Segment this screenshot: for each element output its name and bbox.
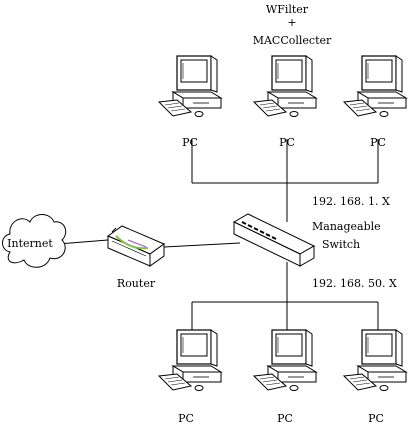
cloud-icon <box>2 214 67 268</box>
lower-network-label: 192. 168. 50. X <box>312 277 397 290</box>
pc-label: PC <box>368 412 384 425</box>
switch-label-line2: Switch <box>322 238 360 251</box>
internet-router-link <box>57 239 109 245</box>
manageable-switch[interactable]: Manageable Switch <box>232 213 381 267</box>
computer-icon <box>253 55 317 118</box>
bottom-pc-right[interactable]: PC <box>343 329 407 425</box>
top-pc-right[interactable]: PC <box>343 55 407 149</box>
router-label: Router <box>117 277 156 290</box>
maccollecter-label: MACCollecter <box>253 34 332 47</box>
computer-icon <box>158 329 222 392</box>
router-switch-link <box>163 242 241 248</box>
pc-label: PC <box>178 412 194 425</box>
bottom-pc-center[interactable]: PC <box>253 329 317 425</box>
computer-icon <box>343 329 407 392</box>
computer-icon <box>343 55 407 118</box>
connection-lines <box>57 139 379 330</box>
top-pc-left[interactable]: PC <box>158 55 222 149</box>
router-icon <box>106 225 166 267</box>
plus-label: + <box>287 16 296 29</box>
internet-label: Internet <box>7 237 53 250</box>
pc-label: PC <box>370 136 386 149</box>
router[interactable]: Router <box>106 225 166 290</box>
switch-label-line1: Manageable <box>312 220 381 233</box>
top-pc-center[interactable]: PC <box>253 55 317 149</box>
pc-label: PC <box>279 136 295 149</box>
computer-icon <box>158 55 222 118</box>
internet-cloud[interactable]: Internet <box>2 214 67 268</box>
switch-icon <box>232 213 316 267</box>
upper-network-label: 192. 168. 1. X <box>312 195 390 208</box>
pc-label: PC <box>277 412 293 425</box>
wfilter-label: WFilter <box>266 3 309 16</box>
pc-label: PC <box>182 136 198 149</box>
computer-icon <box>253 329 317 392</box>
bottom-pc-left[interactable]: PC <box>158 329 222 425</box>
